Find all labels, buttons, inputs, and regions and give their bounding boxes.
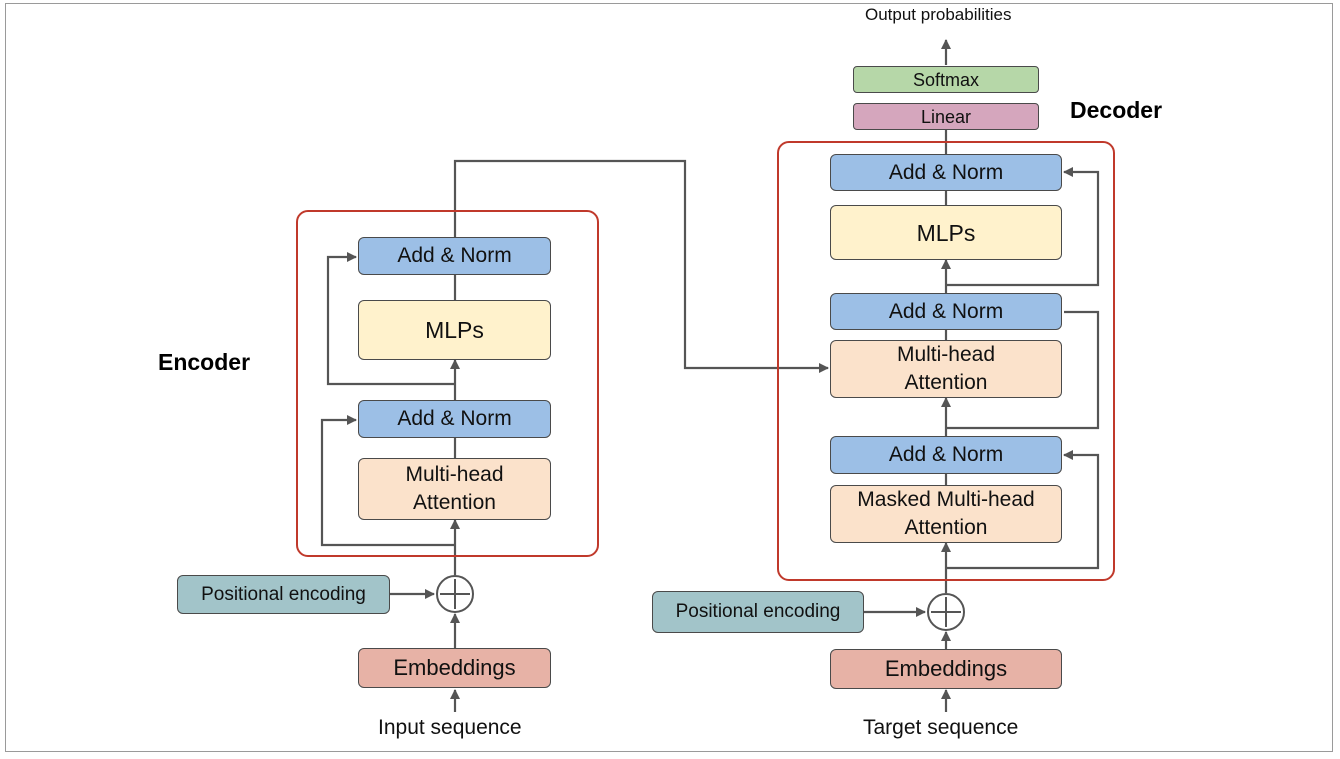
encoder-positional-encoding-label: Positional encoding bbox=[201, 583, 366, 605]
encoder-embeddings-label: Embeddings bbox=[393, 655, 516, 680]
output-probabilities-label: Output probabilities bbox=[865, 5, 1012, 24]
encoder-attention-line2: Attention bbox=[413, 491, 496, 514]
encoder-add-norm-top-label: Add & Norm bbox=[397, 244, 512, 267]
encoder-block bbox=[296, 210, 599, 557]
encoder-multi-head-attention: Multi-head Attention bbox=[358, 458, 551, 520]
enc-residual-2 bbox=[326, 252, 455, 386]
encoder-mlps: MLPs bbox=[358, 300, 551, 360]
encoder-add-norm-top: Add & Norm bbox=[358, 237, 551, 275]
decoder-cross-attention-line2: Attention bbox=[904, 371, 988, 394]
decoder-masked-multi-head-attention: Masked Multi-head Attention bbox=[830, 485, 1062, 543]
decoder-add-operator-icon bbox=[927, 593, 965, 631]
decoder-add-norm-top: Add & Norm bbox=[830, 154, 1062, 191]
decoder-embeddings-label: Embeddings bbox=[884, 656, 1008, 681]
decoder-title: Decoder bbox=[1070, 97, 1163, 123]
figure-frame bbox=[5, 3, 1333, 752]
encoder-add-operator-icon bbox=[436, 575, 474, 613]
decoder-linear-label: Linear bbox=[920, 106, 972, 127]
decoder-multi-head-attention: Multi-head Attention bbox=[830, 340, 1062, 398]
enc-residual-1 bbox=[320, 415, 455, 547]
decoder-softmax: Softmax bbox=[853, 66, 1039, 93]
decoder-positional-encoding-label: Positional encoding bbox=[675, 601, 841, 622]
encoder-mlps-label: MLPs bbox=[425, 317, 484, 343]
decoder-positional-encoding: Positional encoding bbox=[652, 591, 864, 633]
decoder-embeddings: Embeddings bbox=[830, 649, 1062, 689]
encoder-add-norm-bottom: Add & Norm bbox=[358, 400, 551, 438]
decoder-masked-attention-line1: Masked Multi-head bbox=[857, 488, 1035, 511]
enc-to-decoder bbox=[453, 159, 829, 373]
input-sequence-label: Input sequence bbox=[378, 716, 522, 739]
decoder-add-norm-bottom-label: Add & Norm bbox=[888, 443, 1004, 466]
decoder-add-norm-middle: Add & Norm bbox=[830, 293, 1062, 330]
decoder-block bbox=[777, 141, 1115, 581]
decoder-masked-attention-line2: Attention bbox=[904, 516, 988, 539]
decoder-add-norm-bottom: Add & Norm bbox=[830, 436, 1062, 474]
dec-residual-2 bbox=[946, 310, 1100, 430]
encoder-positional-encoding: Positional encoding bbox=[177, 575, 390, 614]
dec-residual-1 bbox=[946, 450, 1100, 570]
decoder-softmax-label: Softmax bbox=[912, 69, 980, 90]
encoder-title: Encoder bbox=[158, 349, 251, 375]
encoder-attention-line1: Multi-head bbox=[405, 463, 504, 486]
decoder-mlps: MLPs bbox=[830, 205, 1062, 260]
decoder-mlps-label: MLPs bbox=[916, 219, 976, 246]
decoder-linear: Linear bbox=[853, 103, 1039, 130]
decoder-cross-attention-line1: Multi-head bbox=[896, 343, 996, 366]
target-sequence-label: Target sequence bbox=[863, 716, 1019, 739]
decoder-add-norm-middle-label: Add & Norm bbox=[888, 299, 1004, 323]
encoder-embeddings: Embeddings bbox=[358, 648, 551, 688]
decoder-add-norm-top-label: Add & Norm bbox=[888, 160, 1004, 184]
dec-residual-3 bbox=[946, 167, 1100, 287]
encoder-add-norm-bottom-label: Add & Norm bbox=[397, 407, 512, 430]
